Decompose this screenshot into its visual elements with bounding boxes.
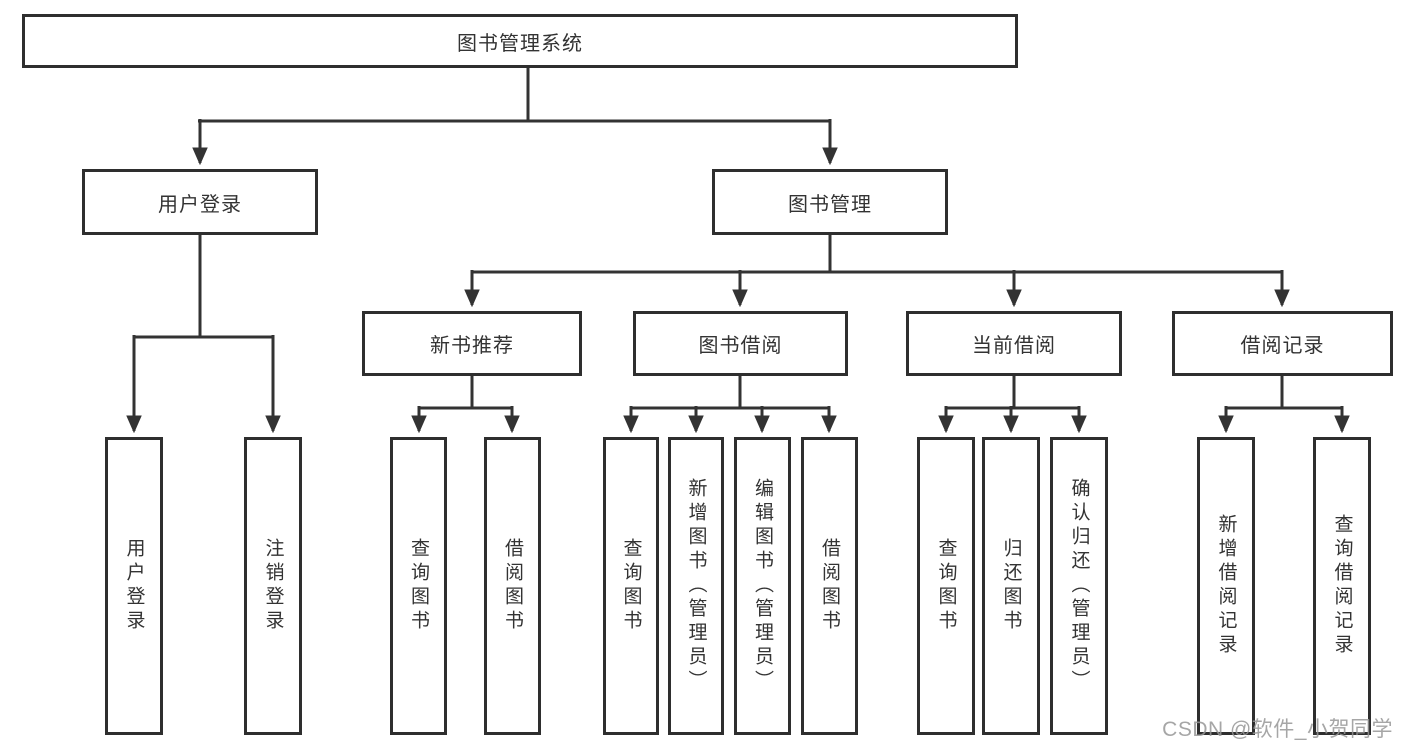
- leaf-borrowing-add-books-admin: 新增图书（管理员）: [668, 437, 724, 735]
- node-library-management-system: 图书管理系统: [22, 14, 1018, 68]
- leaf-current-return-books: 归还图书: [982, 437, 1040, 735]
- leaf-current-query-books: 查询图书: [917, 437, 975, 735]
- leaf-current-confirm-return-admin: 确认归还（管理员）: [1050, 437, 1108, 735]
- node-user-login: 用户登录: [82, 169, 318, 235]
- node-new-book-recommend: 新书推荐: [362, 311, 582, 376]
- node-borrow-records: 借阅记录: [1172, 311, 1393, 376]
- leaf-user-login: 用户登录: [105, 437, 163, 735]
- leaf-logout: 注销登录: [244, 437, 302, 735]
- node-current-borrowing: 当前借阅: [906, 311, 1122, 376]
- connector-stems: [134, 68, 1342, 431]
- leaf-recommend-query-books: 查询图书: [390, 437, 447, 735]
- leaf-recommend-borrow-books: 借阅图书: [484, 437, 541, 735]
- leaf-records-add-borrow-record: 新增借阅记录: [1197, 437, 1255, 735]
- leaf-borrowing-borrow-books: 借阅图书: [801, 437, 858, 735]
- node-book-management: 图书管理: [712, 169, 948, 235]
- leaf-borrowing-edit-books-admin: 编辑图书（管理员）: [734, 437, 791, 735]
- leaf-borrowing-query-books: 查询图书: [603, 437, 659, 735]
- node-book-borrowing: 图书借阅: [633, 311, 848, 376]
- leaf-records-query-borrow-record: 查询借阅记录: [1313, 437, 1371, 735]
